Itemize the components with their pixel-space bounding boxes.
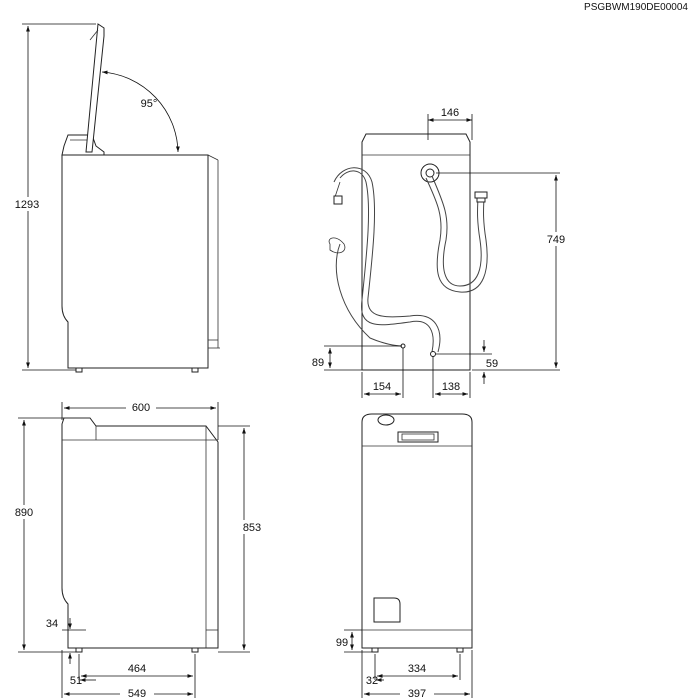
side-view-lid-open: 95° 1293 xyxy=(10,23,220,373)
inlet-offset-label: 138 xyxy=(442,381,460,393)
front-foot-spacing-label: 334 xyxy=(408,663,426,675)
body-height-label: 853 xyxy=(243,522,261,534)
foot-height-label: 34 xyxy=(46,618,58,630)
rear-view: 146 749 89 154 138 59 xyxy=(312,107,572,398)
height-label: 890 xyxy=(15,507,33,519)
outlet-width-label: 146 xyxy=(441,107,459,119)
overall-height-label: 1293 xyxy=(15,199,39,211)
drain-offset-label: 154 xyxy=(373,381,391,393)
side-view-closed: 600 890 853 34 464 51 549 xyxy=(8,400,268,700)
front-foot-offset-label: 32 xyxy=(366,675,378,687)
width-label: 397 xyxy=(408,688,426,700)
foot-offset-label: 51 xyxy=(70,675,82,687)
front-foot-height-label: 99 xyxy=(336,637,348,649)
document-code: PSGBWM190DE00004 xyxy=(584,2,688,13)
depth-label: 600 xyxy=(132,402,150,414)
front-view: 99 334 32 397 xyxy=(336,413,473,700)
inlet-height-label: 59 xyxy=(486,358,498,370)
drain-height-label: 89 xyxy=(312,357,324,369)
base-depth-label: 549 xyxy=(128,688,146,700)
outlet-height-label: 749 xyxy=(547,234,565,246)
foot-spacing-label: 464 xyxy=(128,663,146,675)
lid-angle-label: 95° xyxy=(141,98,158,110)
